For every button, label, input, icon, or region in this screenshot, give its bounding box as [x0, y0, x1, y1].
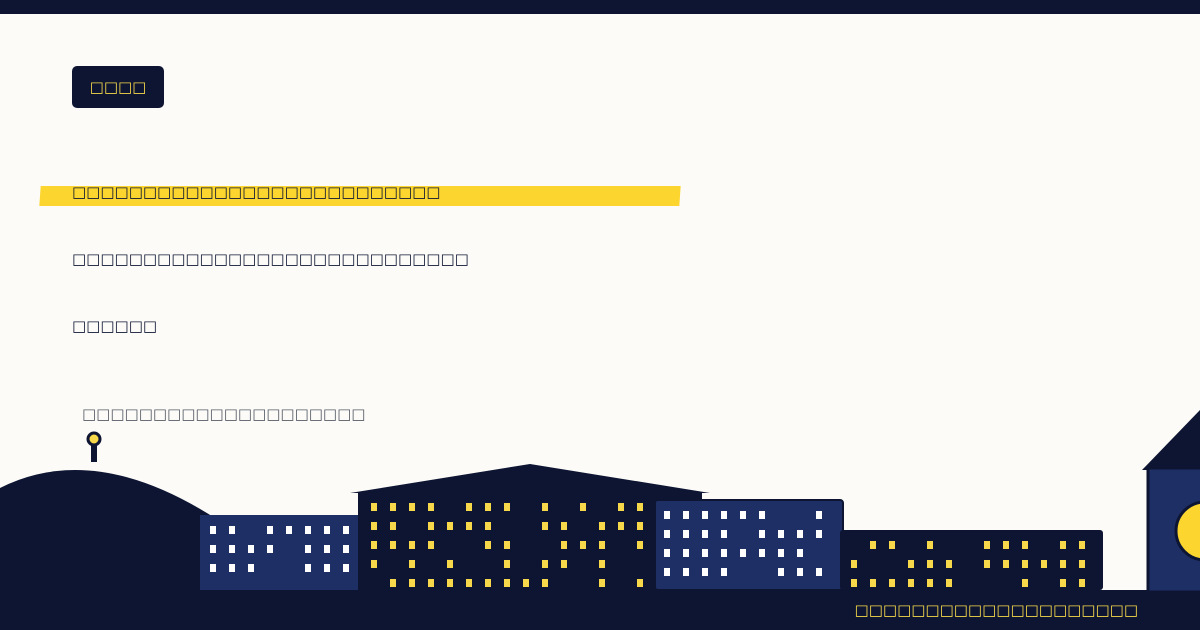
headline-line-2: □□□□□□□□□□□□□□□□□□□□□□□□□□□□ [72, 250, 469, 268]
caption-text: □□□□□□□□□□□□□□□□□□□□ [82, 405, 366, 423]
main-hall-windows [371, 503, 643, 587]
headline-line-1: □□□□□□□□□□□□□□□□□□□□□□□□□□ [72, 183, 441, 201]
building-left [200, 515, 362, 590]
building-low-windows [851, 541, 1085, 587]
ground-band [0, 590, 1200, 630]
building-left-windows [210, 526, 349, 572]
campus-skyline-illustration [0, 410, 1200, 630]
clock-tower-icon [1142, 410, 1200, 594]
dome-icon [0, 431, 218, 590]
main-hall [350, 464, 710, 590]
footer-text: □□□□□□□□□□□□□□□□□□□□ [854, 601, 1138, 619]
building-right-windows [664, 511, 822, 576]
headline-line-3: □□□□□□ [72, 317, 158, 335]
category-badge: □□□□ [72, 66, 164, 108]
top-bar [0, 0, 1200, 14]
building-low [840, 530, 1103, 590]
